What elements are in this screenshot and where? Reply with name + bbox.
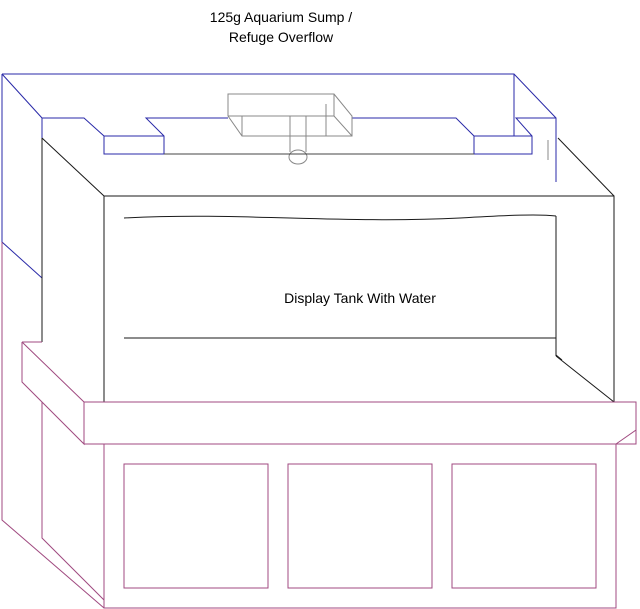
- stand-top-left: [21, 341, 85, 446]
- tank-right-top-edge: [557, 137, 615, 197]
- canopy-top-edge: [2, 73, 557, 182]
- overflow-box: [227, 93, 353, 165]
- cabinet-door-left: [123, 463, 269, 589]
- standpipe-body: [289, 116, 307, 152]
- cabinet-door-middle: [287, 463, 433, 589]
- diagram-title-line-2: Refuge Overflow: [229, 29, 334, 45]
- stand-right-edge: [615, 402, 637, 445]
- tank-corner-tick-2: [555, 354, 563, 361]
- tank-right-back-edge: [555, 216, 615, 403]
- stand-left-side: [1, 242, 105, 609]
- tank-left-side: [41, 137, 105, 402]
- display-tank: [41, 137, 615, 403]
- canopy-left-rim: [1, 74, 228, 280]
- water-line: [123, 214, 557, 221]
- diagram-title-line-1: 125g Aquarium Sump /: [210, 9, 353, 25]
- canopy-left-diagonal: [1, 73, 43, 119]
- stand: [1, 242, 637, 609]
- stand-top-front: [84, 401, 637, 445]
- standpipe-opening: [288, 149, 308, 165]
- cabinet-door-right: [451, 463, 597, 589]
- stand-cabinet-frame: [103, 444, 617, 609]
- stand-inner-left: [41, 402, 105, 601]
- canopy-right-rim: [352, 117, 556, 155]
- canopy-outline: [1, 73, 557, 280]
- display-tank-label: Display Tank With Water: [284, 290, 436, 306]
